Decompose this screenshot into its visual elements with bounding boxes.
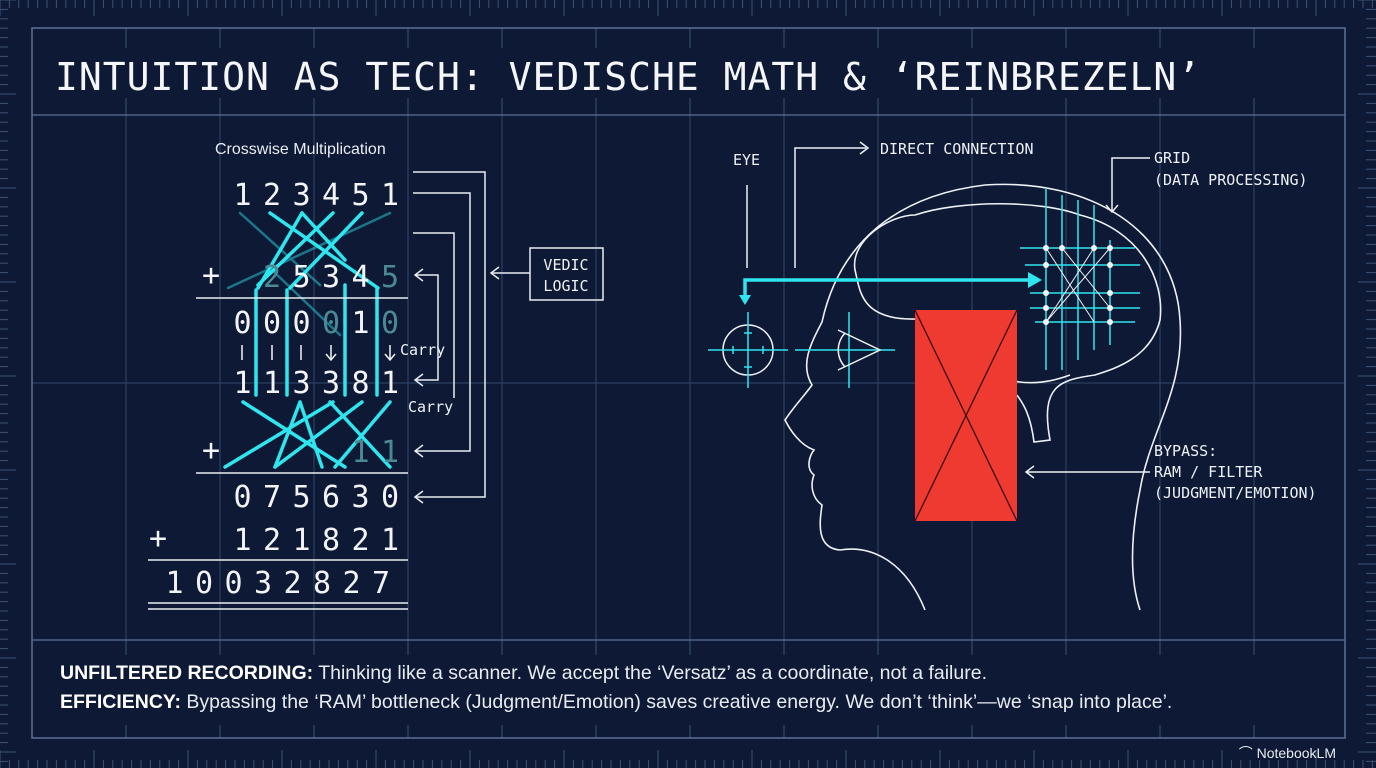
digit: 0 (233, 480, 251, 515)
digit: 8 (351, 366, 369, 401)
page-title: INTUITION AS TECH: VEDISCHE MATH & ‘REIN… (55, 55, 1201, 99)
digit: 1 (381, 178, 399, 213)
digit: 8 (322, 523, 340, 558)
notebooklm-logo-icon: ⌒ (1238, 745, 1253, 761)
digit: 1 (381, 435, 399, 470)
digit: 0 (381, 306, 399, 341)
eye-label: EYE (733, 151, 760, 169)
notebooklm-brand: ⌒ NotebookLM (1239, 743, 1336, 763)
digit: 1 (351, 306, 369, 341)
caption-efficiency: EFFICIENCY: Bypassing the ‘RAM’ bottlene… (60, 691, 1172, 714)
digit: 0 (322, 306, 340, 341)
vedic-logic-line1: VEDIC (543, 256, 588, 274)
brand-label: NotebookLM (1256, 745, 1336, 761)
digit: 6 (322, 480, 340, 515)
digit: 0 (233, 306, 251, 341)
bypass-ram-label: RAM / FILTER (1154, 463, 1263, 481)
digit: 3 (292, 366, 310, 401)
digit: 5 (351, 178, 369, 213)
label-leaders (746, 141, 1150, 479)
carry-label: Carry (408, 398, 453, 416)
direct-connection-label: DIRECT CONNECTION (880, 140, 1034, 158)
digit: 3 (322, 260, 340, 295)
caption-unfiltered-recording: UNFILTERED RECORDING: Thinking like a sc… (60, 662, 987, 685)
digit: 1 (263, 366, 281, 401)
digit: 0 (381, 480, 399, 515)
vedic-logic-line2: LOGIC (543, 277, 588, 295)
grid-sublabel: (DATA PROCESSING) (1154, 171, 1308, 189)
vedic-logic-box (529, 247, 604, 301)
digit: 0 (263, 306, 281, 341)
digit: 3 (351, 480, 369, 515)
frame (31, 27, 1346, 739)
brain-grid (1020, 188, 1140, 370)
digit: 5 (292, 480, 310, 515)
digit: 4 (351, 260, 369, 295)
digit: 2 (263, 523, 281, 558)
caption-bold: EFFICIENCY: (60, 691, 181, 713)
bypass-judgment-label: (JUDGMENT/EMOTION) (1154, 484, 1317, 502)
result-row: 1003282 7 (166, 566, 402, 601)
digit: 1 (351, 435, 369, 470)
eye-crosshair-icon (708, 312, 788, 388)
digit: 4 (322, 178, 340, 213)
digit: 1 (233, 366, 251, 401)
digit: 1 (233, 178, 251, 213)
digit: 0 (292, 306, 310, 341)
digit: 3 (292, 178, 310, 213)
direct-connection-arrow (739, 272, 1042, 305)
carry-label: Carry (400, 341, 445, 359)
block-cross (914, 309, 1018, 522)
digit: 5 (292, 260, 310, 295)
digit: 5 (381, 260, 399, 295)
sum-lines (148, 297, 408, 610)
caption-text: Thinking like a scanner. We accept the ‘… (313, 662, 987, 684)
caption-bold: UNFILTERED RECORDING: (60, 662, 314, 684)
plus-sign: + (149, 521, 167, 556)
digit: 2 (263, 260, 281, 295)
bypass-label: BYPASS: (1154, 442, 1217, 460)
digit: 1 (233, 523, 251, 558)
digit: 2 (351, 523, 369, 558)
digit: 1 (381, 366, 399, 401)
carry-ticks (241, 345, 396, 362)
digit: 2 (263, 178, 281, 213)
caption-text: Bypassing the ‘RAM’ bottleneck (Judgment… (180, 691, 1173, 713)
bracket-arrows (413, 171, 530, 504)
digit: 1 (292, 523, 310, 558)
grid-label: GRID (1154, 149, 1190, 167)
eye-icon (795, 312, 895, 388)
plus-sign: + (202, 433, 220, 468)
digit: 7 (263, 480, 281, 515)
cross-lines (223, 211, 392, 469)
digit: 3 (322, 366, 340, 401)
plus-sign: + (202, 258, 220, 293)
math-heading: Crosswise Multiplication (215, 141, 386, 158)
digit: 1 (381, 523, 399, 558)
